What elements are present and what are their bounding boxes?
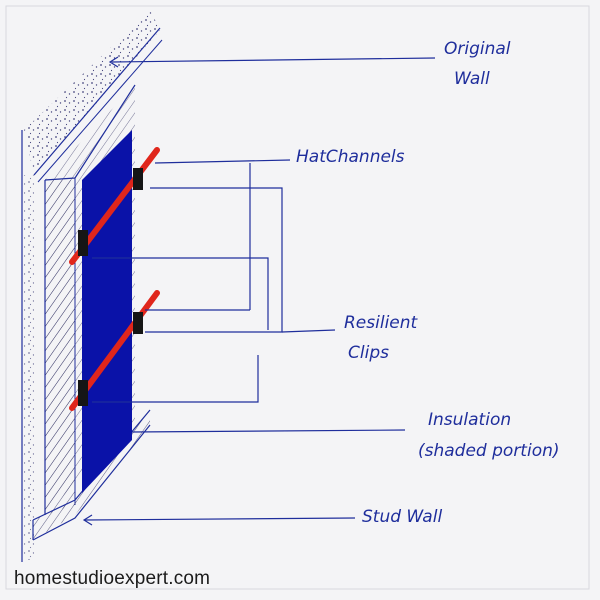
label-resilient-1: Resilient — [344, 313, 419, 333]
label-hat-channels: HatChannels — [296, 147, 405, 167]
label-original-wall-1: Original — [444, 39, 511, 59]
clip-2 — [78, 230, 88, 256]
site-watermark: homestudioexpert.com — [14, 568, 211, 589]
original-wall — [21, 10, 163, 562]
clip-1 — [133, 168, 143, 190]
label-resilient-2: Clips — [348, 343, 389, 363]
clip-3 — [133, 312, 143, 334]
paper-border — [5, 5, 590, 590]
label-stud-wall: Stud Wall — [362, 507, 442, 527]
label-insulation-1: Insulation — [428, 410, 511, 430]
label-insulation-2: (shaded portion) — [418, 441, 560, 461]
resilient-clips — [78, 168, 143, 406]
insulation-panel — [82, 130, 132, 493]
clip-4 — [78, 380, 88, 406]
leader-lines — [82, 56, 436, 526]
label-original-wall-2: Wall — [454, 69, 490, 89]
